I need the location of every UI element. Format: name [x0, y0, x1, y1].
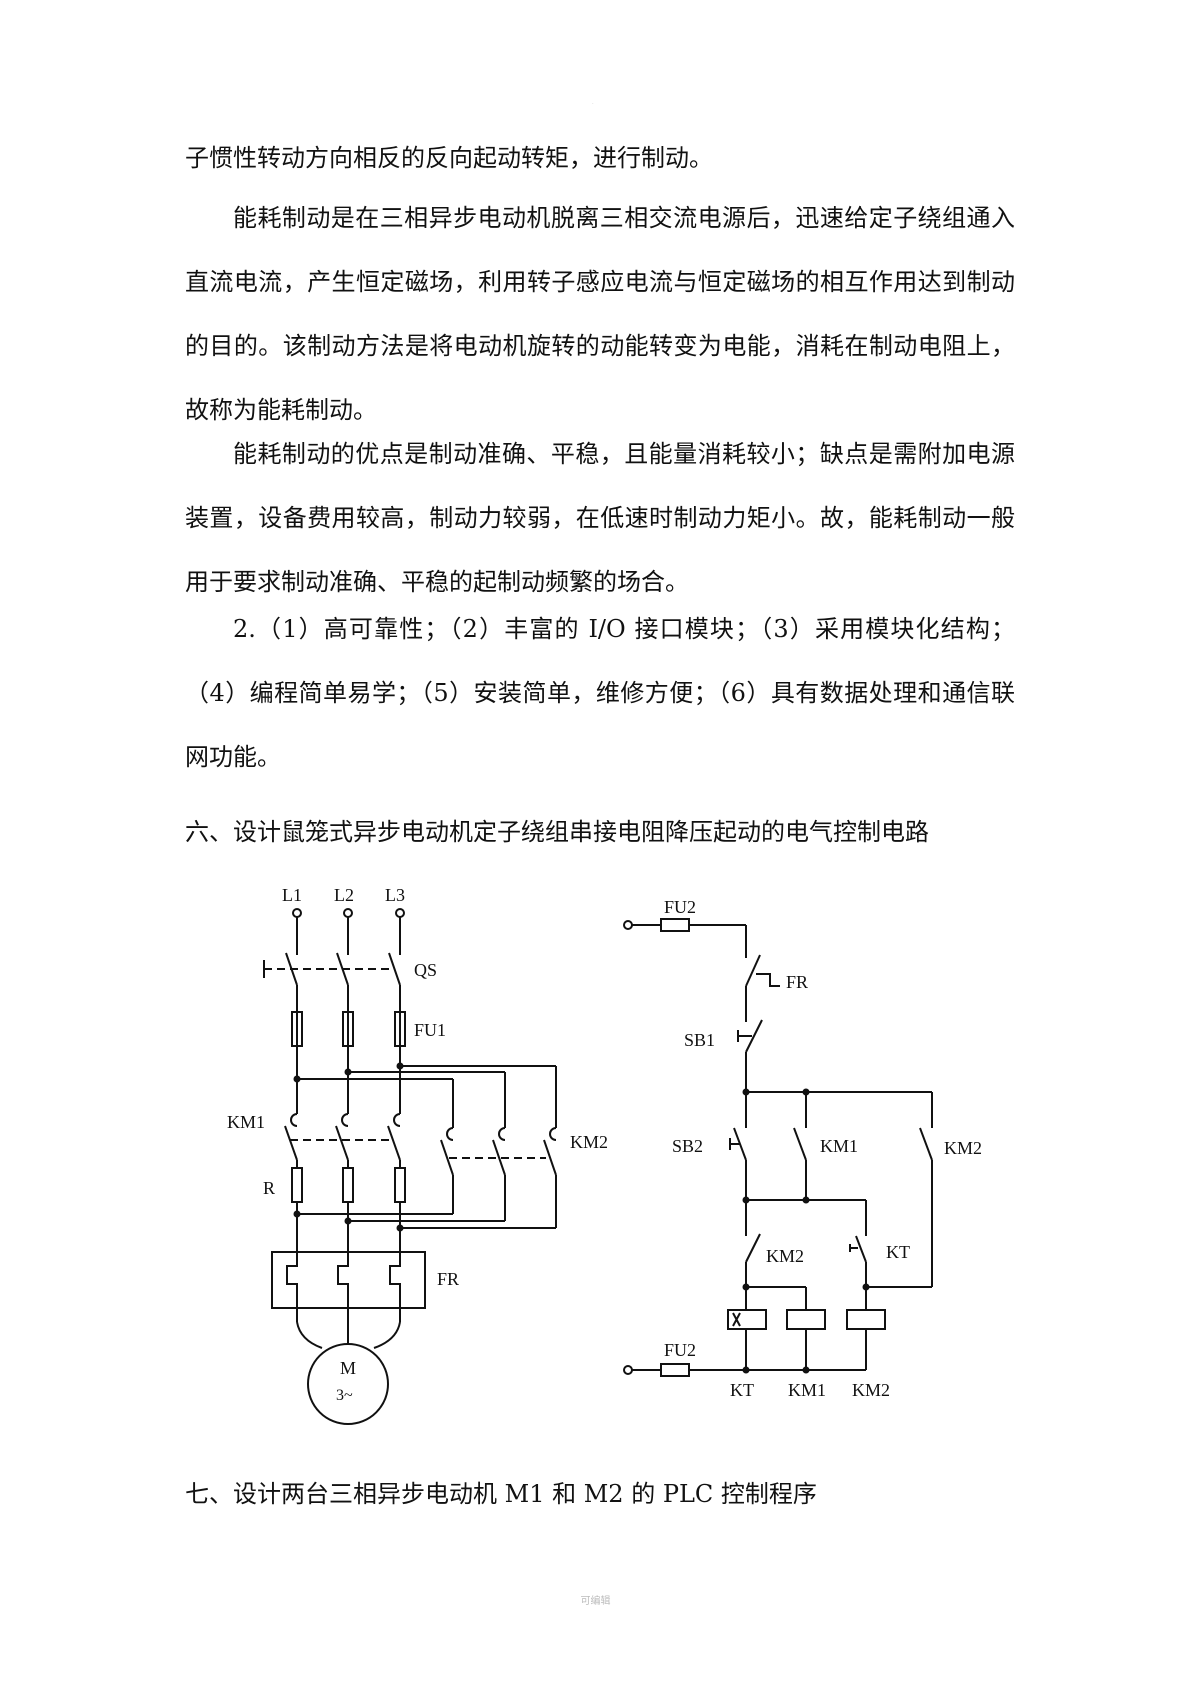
main-circuit: L1 L2 L3 QS FU1 KM1 KM2 R FR M 3~: [227, 885, 608, 1425]
label-l3: L3: [385, 885, 405, 905]
label-motor-type: 3~: [336, 1387, 353, 1404]
paragraph-2: 能耗制动是在三相异步电动机脱离三相交流电源后，迅速给定子绕组通入直流电流，产生恒…: [185, 204, 1015, 424]
label-kt-contact: KT: [886, 1242, 910, 1262]
label-qs: QS: [414, 960, 437, 980]
label-km2-main: KM2: [570, 1132, 608, 1152]
label-sb1: SB1: [684, 1030, 715, 1050]
control-circuit: FU2 FR SB1 SB2 KM1 KM2 KM2 KT FU2 KT KM1…: [623, 897, 982, 1400]
label-km2-contact: KM2: [944, 1138, 982, 1158]
label-km1-main: KM1: [227, 1112, 265, 1132]
label-coil-km2: KM2: [852, 1380, 890, 1400]
label-fu2-bottom: FU2: [664, 1340, 696, 1360]
label-km2-nc: KM2: [766, 1246, 804, 1266]
label-coil-kt: KT: [730, 1380, 754, 1400]
paragraph-3: 能耗制动的优点是制动准确、平稳，且能量消耗较小；缺点是需附加电源装置，设备费用较…: [185, 440, 1015, 596]
label-l1: L1: [282, 885, 302, 905]
paragraph-4: 2.（1）高可靠性；（2）丰富的 I/O 接口模块；（3）采用模块化结构；（4）…: [185, 615, 1015, 771]
label-coil-km1: KM1: [788, 1380, 826, 1400]
page-footer: 可编辑: [580, 1596, 611, 1607]
label-fu1: FU1: [414, 1020, 446, 1040]
label-sb2: SB2: [672, 1136, 703, 1156]
paragraph-1: 子惯性转动方向相反的反向起动转矩，进行制动。: [185, 144, 713, 172]
label-km1-contact: KM1: [820, 1136, 858, 1156]
label-fr-main: FR: [437, 1269, 459, 1289]
label-l2: L2: [334, 885, 354, 905]
section-7-heading: 七、设计两台三相异步电动机 M1 和 M2 的 PLC 控制程序: [185, 1480, 817, 1508]
label-fr-contact: FR: [786, 972, 808, 992]
section-6-heading: 六、设计鼠笼式异步电动机定子绕组串接电阻降压起动的电气控制电路: [185, 818, 929, 846]
label-motor-m: M: [340, 1358, 356, 1378]
label-fu2-top: FU2: [664, 897, 696, 917]
label-r: R: [263, 1178, 275, 1198]
top-mark: .: [592, 100, 594, 106]
